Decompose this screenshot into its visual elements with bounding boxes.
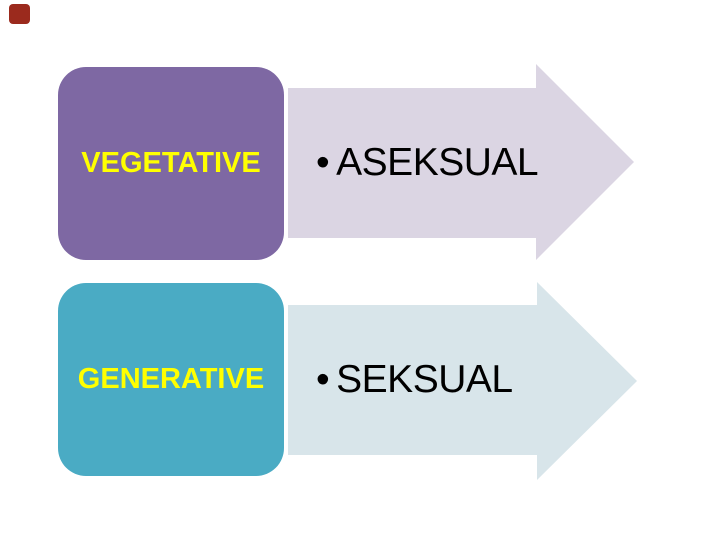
box-generative-label: GENERATIVE	[77, 363, 265, 395]
arrow-aseksual	[288, 64, 634, 260]
arrow-seksual	[288, 282, 637, 480]
box-vegetative-label: VEGETATIVE	[81, 147, 261, 179]
arrow-seksual-shape	[288, 282, 637, 480]
arrow-aseksual-text: • ASEKSUAL	[316, 88, 539, 238]
arrow-aseksual-label: ASEKSUAL	[336, 141, 539, 184]
bullet-icon: •	[316, 141, 330, 184]
arrow-seksual-label: SEKSUAL	[336, 358, 513, 401]
bullet-icon: •	[316, 358, 330, 401]
box-generative: GENERATIVE	[58, 283, 284, 476]
box-vegetative: VEGETATIVE	[58, 67, 284, 260]
corner-red-marker	[9, 4, 30, 24]
arrow-seksual-text: • SEKSUAL	[316, 305, 513, 455]
arrow-aseksual-shape	[288, 64, 634, 260]
